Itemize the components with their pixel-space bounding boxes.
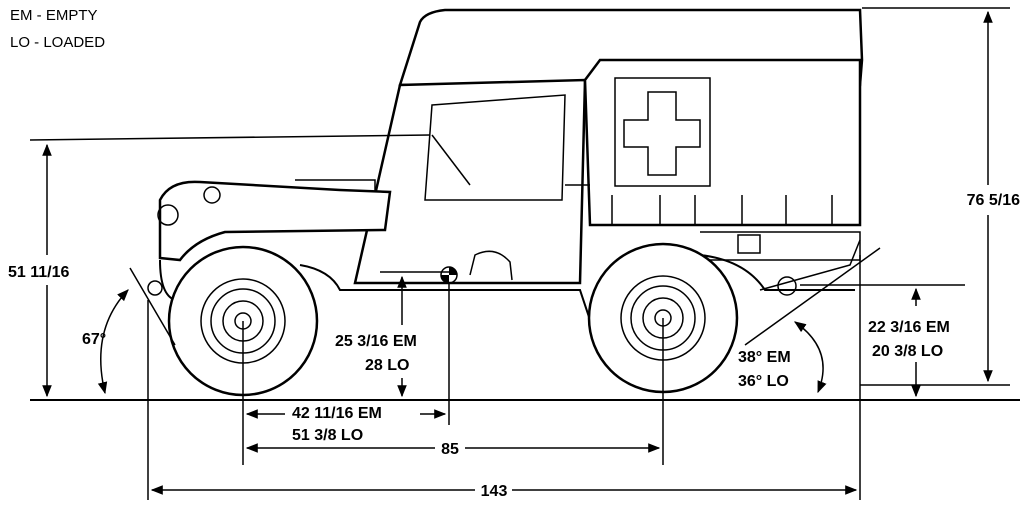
- departure-angle-arc: [794, 321, 827, 394]
- wheelbase-label: 85: [441, 441, 459, 458]
- overall-height-label: 76 5/16: [967, 192, 1020, 209]
- rear-clearance-lo: 20 3/8 LO: [872, 343, 943, 360]
- departure-angle-em: 38° EM: [738, 349, 791, 366]
- cab-side: [353, 78, 587, 285]
- legend-loaded: LO - LOADED: [10, 34, 105, 51]
- cg-distance-em: 42 11/16 EM: [292, 405, 382, 422]
- rear-bed: [700, 231, 861, 261]
- legend-empty: EM - EMPTY: [10, 7, 98, 24]
- approach-angle-label: 67°: [82, 331, 106, 348]
- blackout-light: [203, 186, 221, 204]
- rear-clearance-em: 22 3/16 EM: [868, 319, 950, 336]
- departure-angle-lo: 36° LO: [738, 373, 789, 390]
- front-tow-hook: [147, 280, 163, 296]
- door-window: [424, 94, 566, 201]
- ground-clearance-em: 25 3/16 EM: [335, 333, 417, 350]
- rear-cover: [583, 58, 862, 227]
- cg-distance-lo: 51 3/8 LO: [292, 427, 363, 444]
- hood: [158, 180, 392, 262]
- rear-bumper-brace: [759, 239, 861, 291]
- vehicle-drawing: [147, 8, 864, 322]
- cowl-height-label: 51 11/16: [8, 264, 70, 281]
- cross-icon: [623, 91, 701, 176]
- approach-angle-arc: [97, 289, 129, 395]
- headlight: [157, 204, 179, 226]
- cross-panel: [614, 77, 711, 187]
- spare-can: [295, 179, 376, 192]
- tie-down-straps: [611, 195, 833, 225]
- steering-wheel: [431, 134, 471, 186]
- tail-light: [737, 234, 761, 254]
- rear-pintle: [777, 276, 797, 296]
- ground-clearance-lo: 28 LO: [365, 357, 409, 374]
- overall-length-label: 143: [481, 483, 508, 500]
- step-plate: [469, 250, 513, 281]
